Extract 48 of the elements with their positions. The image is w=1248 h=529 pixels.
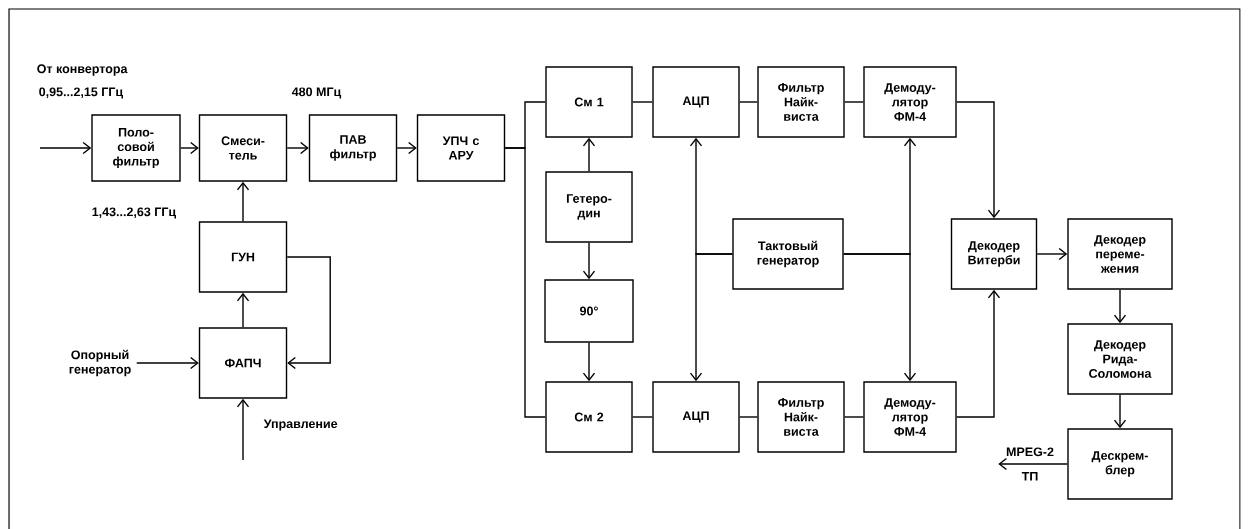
arrow <box>39 141 92 155</box>
block-box: Демоду-лятор ФМ-4 <box>863 381 957 453</box>
block-box: Смеси-тель <box>198 114 288 182</box>
block-box: Декодер Витерби <box>950 218 1038 290</box>
block-box: Демоду-лятор ФМ-4 <box>863 66 957 138</box>
arrow <box>286 141 309 155</box>
block-box: Поло-совой фильтр <box>91 114 181 182</box>
block-box: АЦП <box>652 381 740 453</box>
signal-label: 0,95...2,15 ГГц <box>39 87 123 99</box>
arrow <box>582 342 596 382</box>
arrow <box>956 101 1001 219</box>
arrow <box>843 253 917 382</box>
edge-label: Управление <box>262 418 339 432</box>
arrow <box>582 137 596 172</box>
arrow <box>998 457 1068 471</box>
arrow <box>1113 289 1127 324</box>
arrow <box>236 181 250 222</box>
arrow <box>956 289 1001 418</box>
arrow <box>136 356 199 370</box>
block-box: ПАВ фильтр <box>308 114 398 182</box>
signal-label: Опорный генератор <box>69 349 131 377</box>
block-box: Фильтр Найк-виста <box>757 381 845 453</box>
arrow <box>180 141 199 155</box>
block-box: АЦП <box>652 66 740 138</box>
block-box: Тактовый генератор <box>732 218 844 290</box>
arrow <box>286 256 331 370</box>
arrow <box>1036 247 1068 261</box>
arrow <box>236 398 250 461</box>
signal-label: 1,43...2,63 ГГц <box>92 207 176 219</box>
block-box: Декодер Рида-Соломона <box>1067 323 1173 395</box>
block-box: ГУН <box>198 221 288 293</box>
block-box: Фильтр Найк-виста <box>757 66 845 138</box>
block-box: Гетеро-дин <box>545 171 633 243</box>
arrow <box>1113 394 1127 429</box>
signal-label: 480 МГц <box>291 87 342 99</box>
block-box: См 2 <box>545 381 633 453</box>
block-box: УПЧ с АРУ <box>416 114 506 182</box>
arrow <box>689 253 733 382</box>
arrow <box>582 242 596 280</box>
signal-label: MPEG-2 ТП <box>1006 447 1054 481</box>
block-box: См 1 <box>545 66 633 138</box>
arrow <box>396 141 417 155</box>
arrow <box>236 292 250 328</box>
block-box: 90° <box>544 279 634 343</box>
block-box: Дескрем-блер <box>1067 428 1173 500</box>
block-box: Декодер переме-жения <box>1067 218 1173 290</box>
signal-label: От конвертора <box>37 64 128 76</box>
block-box: ФАПЧ <box>198 327 288 399</box>
